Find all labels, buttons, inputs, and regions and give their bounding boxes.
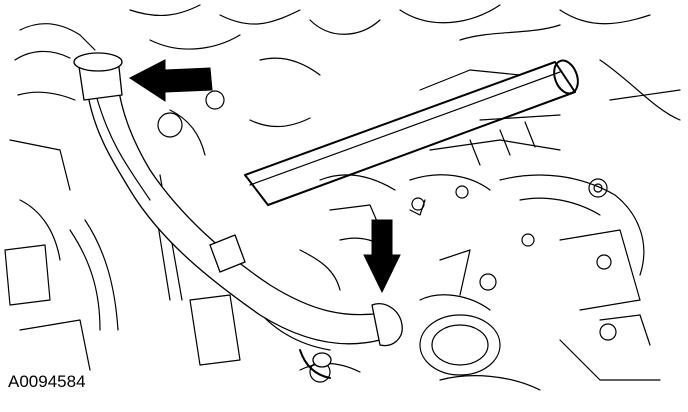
figure-id-label: A0094584 bbox=[6, 372, 88, 392]
arrow-left-indicator bbox=[129, 59, 213, 102]
arrow-down-indicator bbox=[363, 219, 401, 294]
upper-coolant-pipe bbox=[244, 59, 579, 206]
engine-background-detail bbox=[4, 4, 681, 391]
coolant-hose bbox=[73, 52, 403, 379]
